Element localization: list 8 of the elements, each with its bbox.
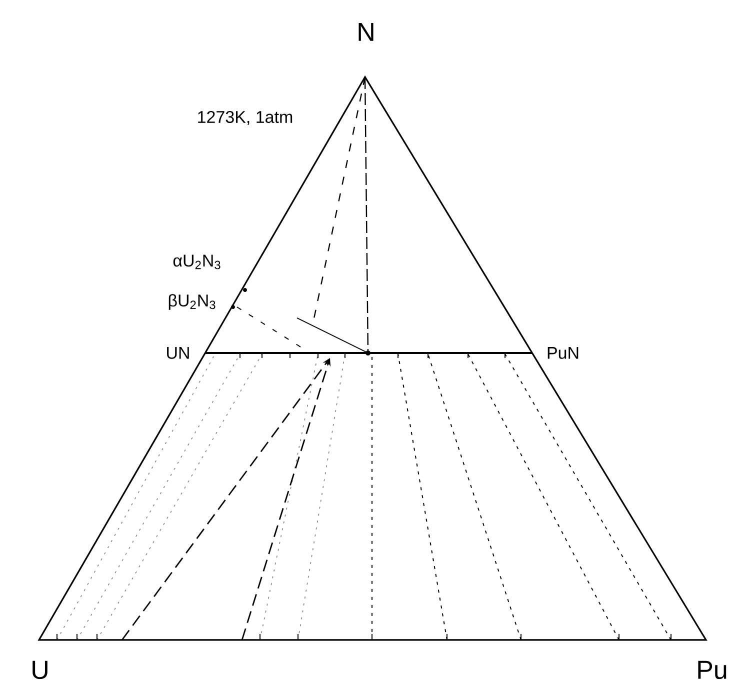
phase-label: βU$_{2}$N$_{3}$	[168, 294, 216, 310]
condition-label: 1273K, 1atm	[198, 110, 292, 126]
vertex-label: N	[358, 23, 374, 41]
phase-label: PuN	[548, 347, 578, 359]
vertex-label: Pu	[698, 660, 726, 680]
vertex-label: U	[32, 660, 48, 680]
phase-label: UN	[167, 347, 189, 359]
phase-label: αU$_{2}$N$_{3}$	[173, 254, 220, 270]
